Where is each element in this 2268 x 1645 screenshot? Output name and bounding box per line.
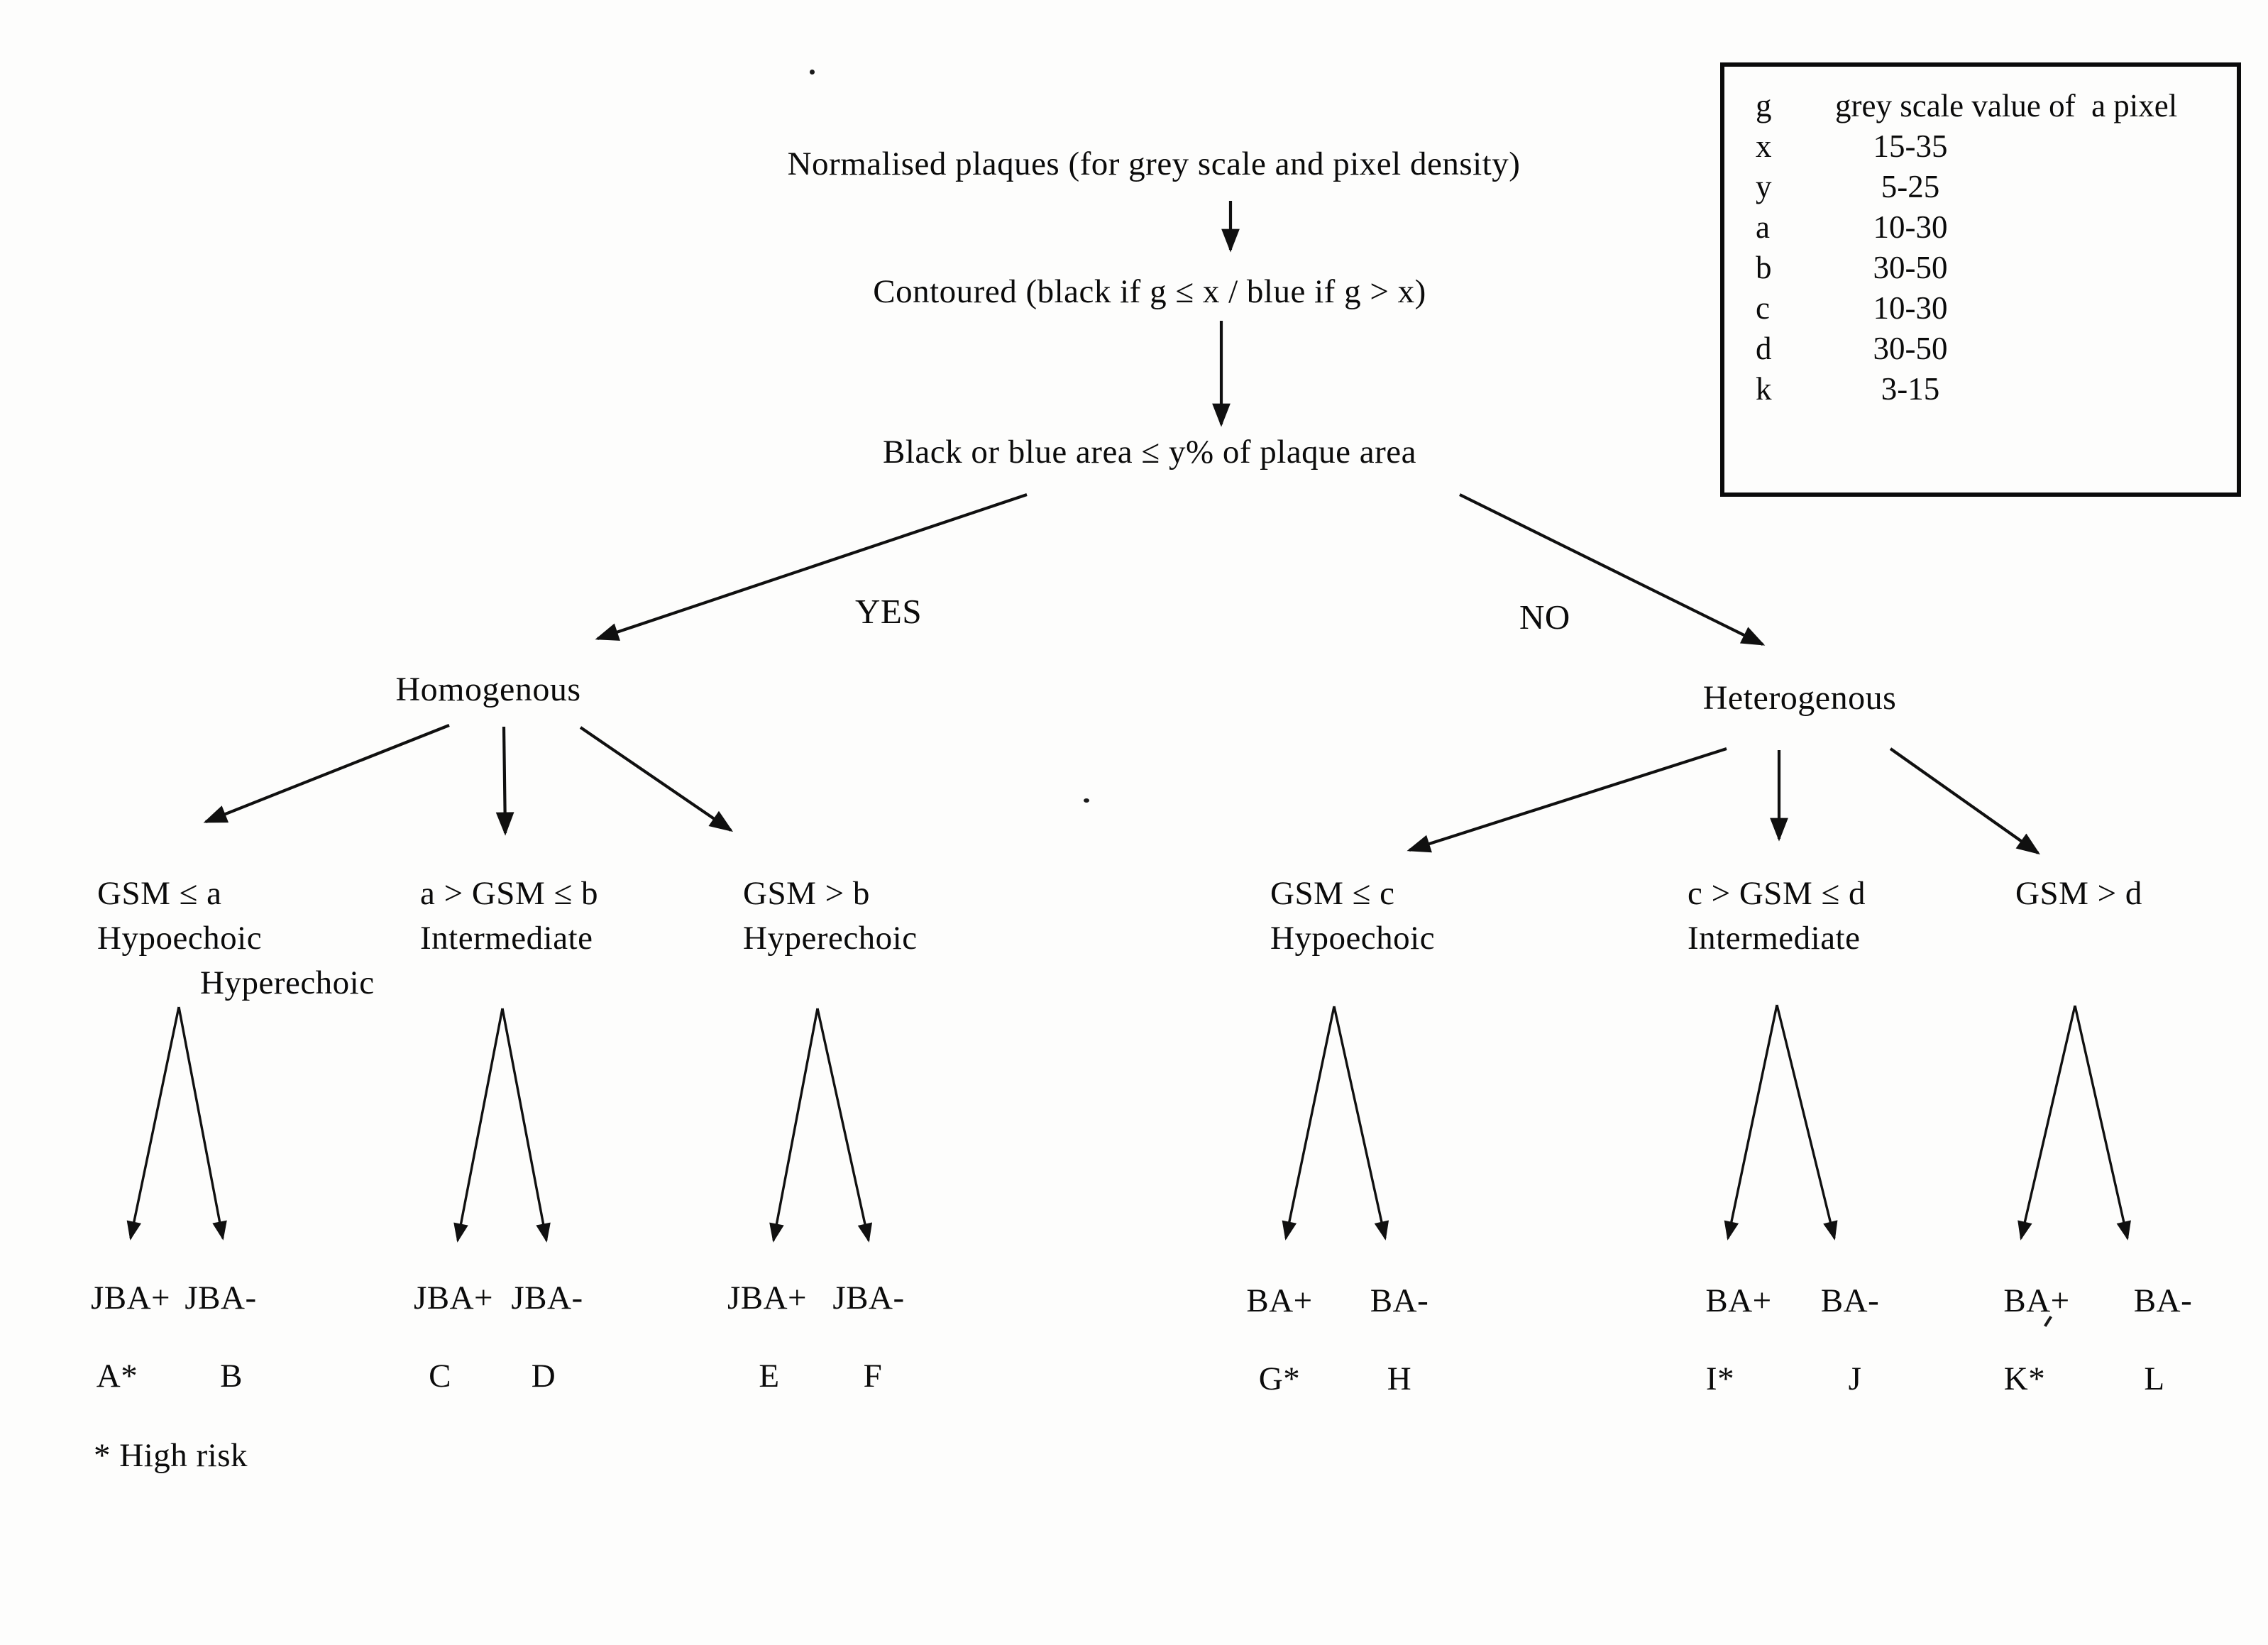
- legend-value: 5-25: [1881, 169, 1940, 204]
- outcome-label: JBA-: [185, 1280, 257, 1316]
- arrow-cat6-ba-minus: [2074, 1005, 2131, 1240]
- branch-label-no: NO: [1519, 598, 1570, 637]
- outcome-letter: C: [429, 1358, 451, 1394]
- category-condition: GSM ≤ a: [97, 875, 222, 912]
- node-contoured: Contoured (black if g ≤ x / blue if g > …: [873, 273, 1426, 310]
- legend-value: 30-50: [1873, 331, 1948, 366]
- node-homogenous: Homogenous: [395, 671, 581, 708]
- legend-value: 10-30: [1873, 290, 1948, 326]
- outcome-label: BA-: [1820, 1282, 1880, 1319]
- outcome-label: BA-: [2133, 1282, 2193, 1319]
- arrow-yes-branch: [595, 493, 1028, 641]
- branch-label-yes: YES: [855, 592, 923, 631]
- category-condition: GSM > b: [743, 875, 870, 912]
- arrow-no-branch: [1459, 493, 1766, 646]
- category-node-gsm-gt-d: GSM > d: [2015, 871, 2142, 916]
- legend-row: y 5-25: [1756, 169, 2237, 209]
- outcome-label: BA+: [1246, 1282, 1313, 1319]
- outcome-letter: G*: [1258, 1360, 1301, 1397]
- category-echo: Intermediate: [420, 920, 593, 957]
- node-decision: Black or blue area ≤ y% of plaque area: [882, 434, 1417, 471]
- outcome-letter: L: [2144, 1360, 2165, 1397]
- scan-artifact-dot: [810, 70, 815, 75]
- arrow-cat3-jba-plus: [769, 1008, 819, 1243]
- node-heterogenous: Heterogenous: [1702, 679, 1897, 717]
- legend-row: d 30-50: [1756, 331, 2237, 371]
- arrow-cat1-jba-minus: [177, 1006, 227, 1240]
- category-condition: GSM ≤ c: [1270, 875, 1395, 912]
- outcome-letter: D: [531, 1358, 556, 1394]
- arrow-homogenous-left: [203, 724, 450, 823]
- outcome-letter: A*: [96, 1358, 138, 1394]
- scan-artifact-dot: [1084, 798, 1089, 803]
- category-node-gsm-gt-b: GSM > b Hyperechoic: [743, 871, 918, 961]
- outcome-label: JBA-: [511, 1280, 583, 1316]
- legend-symbol: x: [1756, 128, 1772, 164]
- category-node-c-gsm-d: c > GSM ≤ d Intermediate: [1688, 871, 1866, 961]
- legend-symbol: k: [1756, 371, 1772, 407]
- category-echo: Hypoechoic: [97, 920, 263, 957]
- outcome-label: JBA+: [727, 1280, 808, 1316]
- outcome-letter: I*: [1705, 1360, 1735, 1397]
- high-risk-footnote: * High risk: [94, 1437, 248, 1474]
- category-condition: c > GSM ≤ d: [1688, 875, 1866, 912]
- legend-symbol: b: [1756, 250, 1772, 285]
- arrow-cat1-jba-plus: [126, 1006, 180, 1240]
- arrow-cat4-ba-plus: [1282, 1006, 1336, 1240]
- arrow-cat6-ba-plus: [2017, 1005, 2076, 1240]
- category-node-gsm-le-a: GSM ≤ a Hypoechoic Hyperechoic: [97, 871, 375, 1006]
- arrow-cat2-jba-plus: [453, 1008, 504, 1243]
- legend-row: k 3-15: [1756, 371, 2237, 412]
- outcome-letter: F: [863, 1358, 883, 1394]
- outcome-letter: H: [1387, 1360, 1412, 1397]
- outcome-letter: K*: [2003, 1360, 2046, 1397]
- legend-symbol: c: [1756, 290, 1770, 326]
- arrow-cat3-jba-minus: [816, 1008, 873, 1243]
- outcome-label: BA+: [2003, 1282, 2070, 1319]
- legend-row: a 10-30: [1756, 209, 2237, 250]
- outcome-label: JBA+: [90, 1280, 171, 1316]
- legend-row: x 15-35: [1756, 128, 2237, 169]
- arrow-cat5-ba-minus: [1776, 1004, 1838, 1240]
- outcome-label: BA+: [1705, 1282, 1772, 1319]
- outcome-label: JBA-: [832, 1280, 905, 1316]
- legend-symbol: g: [1756, 88, 1772, 123]
- category-echo: Intermediate: [1688, 920, 1861, 957]
- outcome-letter: J: [1848, 1360, 1862, 1397]
- category-node-a-gsm-b: a > GSM ≤ b Intermediate: [420, 871, 598, 961]
- legend-value: 30-50: [1873, 250, 1948, 285]
- category-node-gsm-le-c: GSM ≤ c Hypoechoic: [1270, 871, 1435, 961]
- arrow-homogenous-right: [579, 726, 734, 832]
- legend-value: grey scale value of a pixel: [1835, 88, 2178, 123]
- category-condition: GSM > d: [2015, 875, 2142, 912]
- legend-symbol: d: [1756, 331, 1772, 366]
- legend-symbol: a: [1756, 209, 1770, 245]
- legend-value: 10-30: [1873, 209, 1948, 245]
- arrow-homogenous-mid: [495, 726, 514, 836]
- category-condition: a > GSM ≤ b: [420, 875, 599, 912]
- arrow-cat5-ba-plus: [1724, 1004, 1778, 1240]
- legend-value: 3-15: [1881, 371, 1940, 407]
- node-normalised-plaques: Normalised plaques (for grey scale and p…: [787, 145, 1521, 182]
- category-echo: Hypoechoic: [1270, 920, 1436, 957]
- arrow-heterogenous-left: [1407, 747, 1727, 853]
- outcome-letter: E: [759, 1358, 780, 1394]
- arrow-cat2-jba-minus: [501, 1008, 551, 1243]
- category-echo: Hyperechoic: [743, 920, 918, 957]
- outcome-label: BA-: [1370, 1282, 1429, 1319]
- symbol-legend-box: g grey scale value of a pixel x 15-35 y …: [1720, 62, 2241, 497]
- arrow-heterogenous-right: [1889, 747, 2041, 855]
- legend-symbol: y: [1756, 169, 1772, 204]
- outcome-label: JBA+: [413, 1280, 494, 1316]
- legend-value: 15-35: [1873, 128, 1948, 164]
- arrow-cat4-ba-minus: [1333, 1006, 1389, 1240]
- outcome-letter: B: [220, 1358, 243, 1394]
- legend-row: g grey scale value of a pixel: [1756, 88, 2237, 128]
- legend-row: b 30-50: [1756, 250, 2237, 290]
- category-extra: Hyperechoic: [200, 964, 375, 1001]
- legend-row: c 10-30: [1756, 290, 2237, 331]
